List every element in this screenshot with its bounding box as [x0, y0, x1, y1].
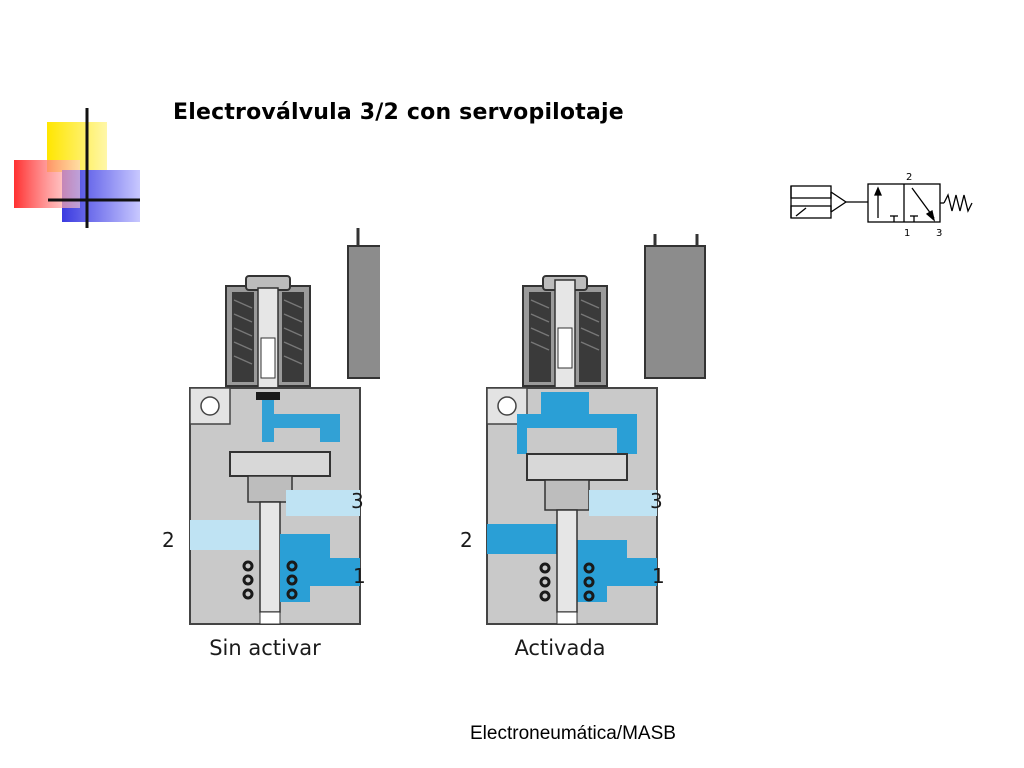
exhaust-passage: [589, 490, 657, 516]
symbol-port-1-label: 1: [904, 228, 910, 239]
valve-stem: [259, 501, 281, 613]
valve-stem: [556, 509, 578, 613]
piston: [229, 451, 331, 477]
pilot-channel: [262, 396, 340, 442]
solenoid-connector: [347, 245, 380, 379]
coil-right: [282, 292, 304, 382]
symbol-port-3-label: 3: [936, 228, 942, 239]
valve-symbol: 2 1 3: [790, 172, 973, 239]
valve-spring: [539, 562, 595, 602]
right-port-2-label: 2: [460, 528, 473, 552]
right-caption: Activada: [514, 636, 606, 660]
solenoid-connector: [644, 245, 706, 379]
slide-footer: Electroneumática/MASB: [470, 723, 676, 744]
supply-channel: [280, 534, 360, 602]
left-port-1-label: 1: [353, 564, 366, 588]
supply-channel: [487, 524, 657, 602]
coil-left: [529, 292, 551, 382]
valve-spring: [242, 560, 298, 600]
slide-decoration: [14, 108, 140, 228]
coil-right: [579, 292, 601, 382]
right-port-1-label: 1: [652, 564, 665, 588]
left-port-3-label: 3: [351, 489, 364, 513]
right-port-3-label: 3: [650, 489, 663, 513]
pilot-channel: [517, 392, 637, 454]
left-caption: Sin activar: [209, 636, 321, 660]
symbol-port-2-label: 2: [906, 172, 912, 183]
coil-left: [232, 292, 254, 382]
piston: [526, 453, 628, 481]
valve-cutaway-inactive: [189, 228, 380, 625]
slide-title: Electroválvula 3/2 con servopilotaje: [173, 100, 624, 125]
valve-cutaway-active: [486, 234, 706, 625]
left-port-2-label: 2: [162, 528, 175, 552]
exhaust-passage: [286, 490, 360, 516]
